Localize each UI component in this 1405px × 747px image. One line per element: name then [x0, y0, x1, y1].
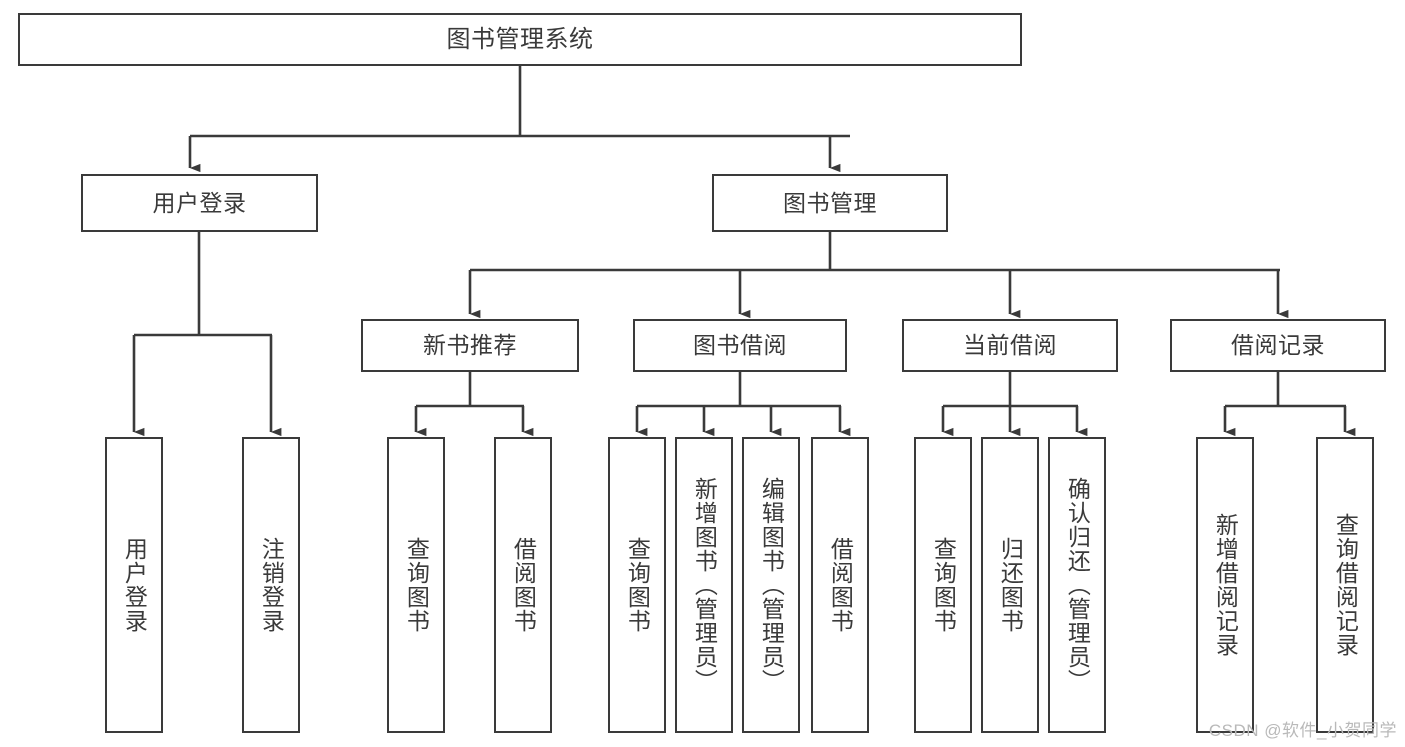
leaf-edit-book-admin[interactable]: 编辑图书（管理员） — [742, 437, 800, 733]
node-book-management-label: 图书管理 — [783, 189, 877, 216]
leaf-confirm-return-admin[interactable]: 确认归还（管理员） — [1048, 437, 1106, 733]
node-new-book-recommend-label: 新书推荐 — [423, 332, 517, 359]
node-current-borrow-label: 当前借阅 — [963, 332, 1057, 359]
leaf-query-borrow-record-label: 查询借阅记录 — [1332, 513, 1359, 657]
node-root-book-management-system[interactable]: 图书管理系统 — [18, 13, 1022, 66]
node-borrow-record-label: 借阅记录 — [1231, 332, 1325, 359]
node-book-management[interactable]: 图书管理 — [712, 174, 948, 232]
node-current-borrow[interactable]: 当前借阅 — [902, 319, 1118, 372]
leaf-borrow-book-recommend[interactable]: 借阅图书 — [494, 437, 552, 733]
leaf-return-book[interactable]: 归还图书 — [981, 437, 1039, 733]
leaf-query-book-current[interactable]: 查询图书 — [914, 437, 972, 733]
leaf-confirm-return-admin-label: 确认归还（管理员） — [1064, 477, 1091, 693]
node-new-book-recommend[interactable]: 新书推荐 — [361, 319, 579, 372]
leaf-logout-login-label: 注销登录 — [258, 537, 285, 633]
node-book-borrow[interactable]: 图书借阅 — [633, 319, 847, 372]
leaf-return-book-label: 归还图书 — [997, 537, 1024, 633]
node-user-login[interactable]: 用户登录 — [81, 174, 318, 232]
leaf-user-login-label: 用户登录 — [121, 537, 148, 633]
leaf-add-book-admin-label: 新增图书（管理员） — [691, 477, 718, 693]
node-borrow-record[interactable]: 借阅记录 — [1170, 319, 1386, 372]
leaf-logout-login[interactable]: 注销登录 — [242, 437, 300, 733]
leaf-add-borrow-record-label: 新增借阅记录 — [1212, 513, 1239, 657]
leaf-query-book-current-label: 查询图书 — [930, 537, 957, 633]
node-root-label: 图书管理系统 — [446, 25, 594, 53]
leaf-query-book-borrow-label: 查询图书 — [624, 537, 651, 633]
node-user-login-label: 用户登录 — [152, 189, 247, 216]
leaf-query-book-recommend-label: 查询图书 — [403, 537, 430, 633]
leaf-query-book-recommend[interactable]: 查询图书 — [387, 437, 445, 733]
leaf-add-borrow-record[interactable]: 新增借阅记录 — [1196, 437, 1254, 733]
leaf-borrow-book-recommend-label: 借阅图书 — [510, 537, 537, 633]
leaf-add-book-admin[interactable]: 新增图书（管理员） — [675, 437, 733, 733]
leaf-user-login[interactable]: 用户登录 — [105, 437, 163, 733]
leaf-edit-book-admin-label: 编辑图书（管理员） — [758, 477, 785, 693]
leaf-query-book-borrow[interactable]: 查询图书 — [608, 437, 666, 733]
csdn-watermark: CSDN @软件_小贺同学 — [1208, 721, 1397, 740]
node-book-borrow-label: 图书借阅 — [693, 332, 787, 359]
leaf-borrow-book-borrow[interactable]: 借阅图书 — [811, 437, 869, 733]
leaf-borrow-book-borrow-label: 借阅图书 — [827, 537, 854, 633]
leaf-query-borrow-record[interactable]: 查询借阅记录 — [1316, 437, 1374, 733]
